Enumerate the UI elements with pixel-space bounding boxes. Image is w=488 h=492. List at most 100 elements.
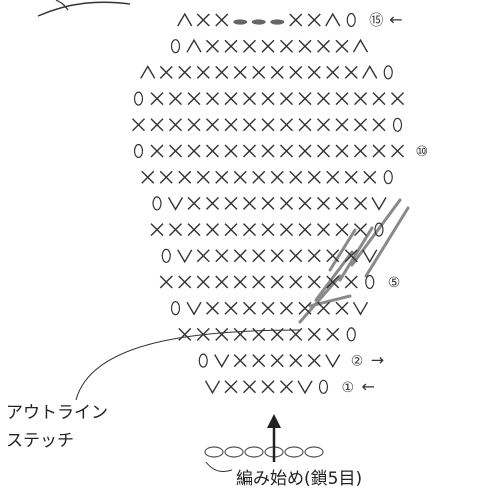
single-crochet-stitch (289, 249, 303, 263)
single-crochet-stitch (187, 196, 201, 210)
decrease-stitch (140, 65, 156, 79)
single-crochet-stitch (215, 275, 229, 289)
row-direction-arrow: → (371, 351, 384, 370)
single-crochet-stitch (233, 170, 247, 184)
row-number-15: ⑮ (369, 13, 383, 29)
single-crochet-stitch (307, 327, 321, 341)
row-7 (150, 222, 384, 237)
row-number-10: ⑩ (416, 144, 429, 160)
single-crochet-stitch (206, 118, 219, 132)
single-crochet-stitch (335, 301, 349, 315)
single-crochet-stitch (215, 327, 229, 341)
start-arrow (267, 414, 281, 462)
single-crochet-stitch (280, 223, 293, 237)
single-crochet-stitch (261, 223, 275, 237)
row-11 (132, 117, 403, 132)
single-crochet-stitch (169, 144, 182, 158)
single-crochet-stitch (233, 65, 247, 79)
increase-stitch (297, 380, 313, 395)
increase-stitch (167, 197, 184, 211)
single-crochet-stitch (243, 118, 256, 132)
single-crochet-stitch (215, 249, 229, 263)
single-crochet-stitch (261, 380, 275, 394)
single-crochet-stitch (243, 39, 256, 53)
single-crochet-stitch (372, 92, 386, 106)
chain-stitch (170, 39, 181, 54)
increase-stitch (371, 197, 387, 211)
single-crochet-stitch (307, 249, 321, 263)
chain-stitch (133, 143, 144, 159)
single-crochet-stitch (150, 144, 164, 158)
single-crochet-stitch (280, 301, 293, 315)
single-crochet-stitch (178, 327, 192, 341)
single-crochet-stitch (289, 354, 303, 368)
single-crochet-stitch (391, 144, 404, 158)
single-crochet-stitch (280, 92, 293, 106)
single-crochet-stitch (280, 196, 293, 210)
row-3 (178, 327, 356, 342)
outline-stitch-label-line1: アウトライン (6, 403, 108, 423)
row-number-2: ② (351, 354, 364, 370)
single-crochet-stitch (317, 39, 330, 53)
single-crochet-stitch (326, 275, 340, 289)
chain-stitch (161, 248, 171, 263)
single-crochet-stitch (196, 170, 210, 184)
single-crochet-stitch (132, 118, 145, 132)
single-crochet-stitch (196, 327, 210, 341)
chain-stitch (383, 170, 393, 185)
single-crochet-stitch (150, 223, 164, 237)
single-crochet-stitch (206, 196, 219, 210)
row-9 (141, 170, 393, 185)
foundation-chain (204, 446, 324, 458)
single-crochet-stitch (178, 170, 192, 184)
single-crochet-stitch (372, 144, 386, 158)
increase-stitch (177, 249, 193, 264)
chain-stitch (383, 65, 393, 80)
single-crochet-stitch (224, 301, 238, 315)
single-crochet-stitch (298, 223, 312, 237)
single-crochet-stitch (307, 275, 321, 289)
single-crochet-stitch (335, 92, 349, 106)
single-crochet-stitch (252, 170, 266, 184)
single-crochet-stitch (196, 249, 210, 263)
foundation-chain-bead (304, 446, 324, 458)
decrease-stitch (186, 38, 202, 53)
single-crochet-stitch (196, 65, 210, 79)
row-8 (152, 196, 387, 211)
single-crochet-stitch (224, 223, 238, 237)
single-crochet-stitch (224, 118, 238, 132)
single-crochet-stitch (224, 196, 238, 210)
single-crochet-stitch (363, 170, 377, 184)
single-crochet-stitch (391, 92, 404, 106)
single-crochet-stitch (335, 196, 349, 210)
foundation-chain-bead (244, 446, 264, 458)
chain-stitch (365, 274, 375, 290)
foundation-chain-bead (224, 446, 244, 458)
single-crochet-stitch (298, 39, 312, 53)
single-crochet-stitch (326, 170, 340, 184)
single-crochet-stitch (233, 354, 247, 368)
single-crochet-stitch (243, 380, 256, 394)
single-crochet-stitch (289, 13, 303, 27)
single-crochet-stitch (354, 223, 367, 237)
single-crochet-stitch (317, 118, 330, 132)
single-crochet-stitch (307, 13, 321, 27)
single-crochet-stitch (187, 92, 201, 106)
increase-stitch (325, 354, 341, 368)
single-crochet-stitch (298, 92, 312, 106)
slip-stitch (233, 19, 248, 25)
row-5: ⑤ (159, 274, 400, 291)
increase-stitch (186, 301, 202, 316)
single-crochet-stitch (196, 275, 210, 289)
single-crochet-stitch (261, 144, 275, 158)
single-crochet-stitch (206, 301, 219, 315)
single-crochet-stitch (298, 118, 312, 132)
single-crochet-stitch (215, 65, 229, 79)
chain-stitch (318, 379, 329, 394)
single-crochet-stitch (178, 275, 192, 289)
single-crochet-stitch (307, 170, 321, 184)
single-crochet-stitch (270, 275, 284, 289)
single-crochet-stitch (196, 13, 210, 27)
single-crochet-stitch (344, 170, 358, 184)
